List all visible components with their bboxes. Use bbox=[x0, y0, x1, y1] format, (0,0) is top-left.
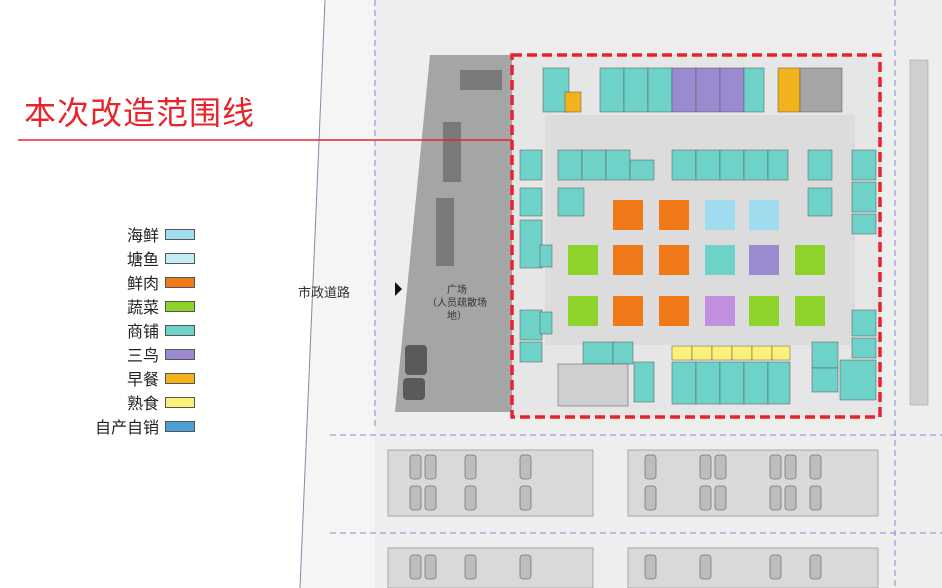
legend-swatch bbox=[165, 348, 195, 360]
legend-label: 三鸟 bbox=[126, 346, 159, 365]
plaza-car-1 bbox=[405, 345, 427, 375]
legend-swatch bbox=[165, 228, 195, 240]
road-label: 市政道路 bbox=[298, 286, 351, 301]
legend-swatch bbox=[165, 396, 195, 408]
legend-swatch bbox=[165, 300, 195, 312]
plaza-block-1 bbox=[460, 70, 502, 90]
legend-label: 熟食 bbox=[126, 394, 159, 413]
plaza-block-2 bbox=[443, 122, 461, 182]
plaza-block-3 bbox=[436, 198, 454, 266]
legend-item-breakfast: 早餐 bbox=[80, 366, 195, 390]
legend-label: 商铺 bbox=[126, 322, 159, 341]
top-shops bbox=[542, 67, 843, 113]
legend-item-vegetables: 蔬菜 bbox=[80, 294, 195, 318]
parking-area bbox=[330, 434, 942, 588]
legend-label: 自产自销 bbox=[94, 418, 159, 437]
legend: 海鲜 塘鱼 鲜肉 蔬菜 商铺 三鸟 早餐 熟食 自产自销 bbox=[80, 222, 195, 438]
entrance-arrow bbox=[395, 282, 402, 296]
legend-label: 塘鱼 bbox=[126, 250, 159, 269]
square-name: 广场 bbox=[447, 285, 467, 296]
renovation-boundary-label: 本次改造范围线 bbox=[24, 94, 256, 132]
legend-item-self-sale: 自产自销 bbox=[80, 414, 195, 438]
legend-label: 蔬菜 bbox=[126, 298, 159, 317]
legend-item-fresh-meat: 鲜肉 bbox=[80, 270, 195, 294]
renovation-boundary bbox=[510, 53, 882, 419]
bottom-shops bbox=[557, 341, 791, 407]
legend-item-seafood: 海鲜 bbox=[80, 222, 195, 246]
legend-label: 鲜肉 bbox=[126, 274, 159, 293]
road-edge-line bbox=[299, 0, 326, 588]
legend-swatch bbox=[165, 420, 195, 432]
right-strip bbox=[909, 59, 929, 406]
left-shops bbox=[519, 149, 655, 363]
legend-swatch bbox=[165, 276, 195, 288]
legend-item-cooked-food: 熟食 bbox=[80, 390, 195, 414]
parked-cars bbox=[409, 454, 822, 580]
central-stalls bbox=[568, 200, 825, 326]
legend-swatch bbox=[165, 372, 195, 384]
legend-item-shops: 商铺 bbox=[80, 318, 195, 342]
square-note: （人员疏散场地） bbox=[427, 298, 487, 322]
legend-swatch bbox=[165, 252, 195, 264]
legend-label: 海鲜 bbox=[126, 226, 159, 245]
square-label: 广场 （人员疏散场地） bbox=[420, 284, 494, 323]
legend-label: 早餐 bbox=[126, 370, 159, 389]
legend-swatch bbox=[165, 324, 195, 336]
legend-item-poultry: 三鸟 bbox=[80, 342, 195, 366]
plaza-car-2 bbox=[403, 378, 425, 400]
right-shops bbox=[671, 149, 877, 401]
legend-item-pond-fish: 塘鱼 bbox=[80, 246, 195, 270]
